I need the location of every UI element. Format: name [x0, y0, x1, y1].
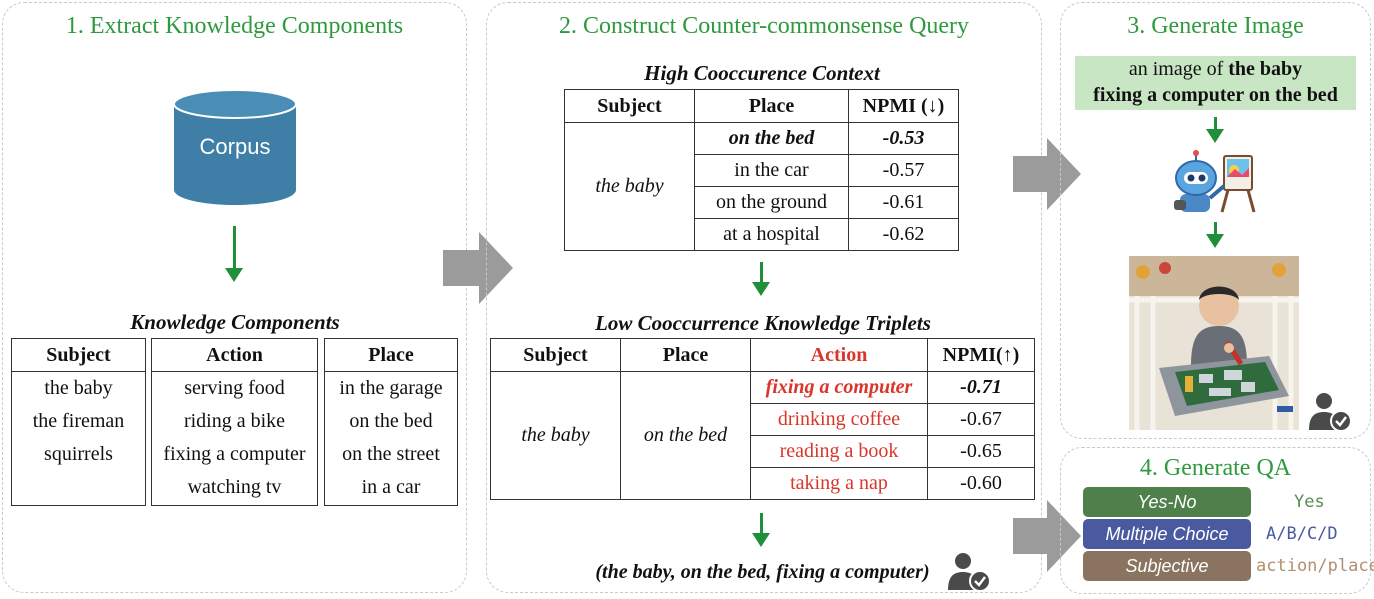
panel-generate-qa: 4. Generate QA — [1060, 447, 1371, 594]
high-place-cell: at a hospital — [694, 218, 849, 251]
subject-item: the baby — [44, 377, 113, 399]
low-place-cell: on the bed — [620, 371, 751, 500]
high-npmi-cell: -0.53 — [848, 122, 959, 155]
low-action-cell: reading a book — [750, 435, 928, 468]
subject-header: Subject — [12, 339, 145, 372]
qa-answer-yes-no: Yes — [1294, 492, 1325, 512]
corpus-label: Corpus — [199, 134, 271, 159]
generated-image — [1129, 256, 1299, 430]
flow-arrow-2-to-3 — [1013, 138, 1081, 210]
arrow-high-to-low — [752, 262, 770, 296]
high-place-header: Place — [694, 89, 849, 123]
flow-arrow-2-to-4 — [1013, 500, 1081, 572]
low-action-header: Action — [750, 338, 928, 372]
prompt-prefix: an image of — [1128, 58, 1229, 80]
prompt-bold-line1: the baby — [1228, 58, 1303, 80]
arrow-prompt-to-model — [1206, 117, 1224, 143]
qa-type-subjective: Subjective — [1083, 551, 1251, 581]
corpus-database-icon — [173, 89, 297, 205]
high-subject-header: Subject — [564, 89, 695, 123]
qa-answer-subjective: action/place — [1256, 556, 1374, 576]
qa-answer-multiple-choice: A/B/C/D — [1266, 524, 1338, 544]
flow-arrow-1-to-2 — [443, 232, 513, 304]
panel-title-2: 2. Construct Counter-commonsense Query — [558, 13, 970, 39]
action-item: serving food — [184, 377, 285, 399]
action-column: Action serving food riding a bike fixing… — [151, 338, 318, 506]
low-cooccurrence-caption: Low Cooccurrence Knowledge Triplets — [595, 311, 931, 335]
action-item: riding a bike — [183, 410, 286, 432]
arrow-model-to-image — [1206, 222, 1224, 248]
high-npmi-cell: -0.61 — [848, 186, 959, 219]
high-npmi-cell: -0.62 — [848, 218, 959, 251]
low-npmi-cell: -0.71 — [927, 371, 1035, 404]
low-subject-header: Subject — [490, 338, 621, 372]
high-npmi-header: NPMI (↓) — [848, 89, 959, 123]
low-action-cell: drinking coffee — [750, 403, 928, 436]
low-npmi-cell: -0.65 — [927, 435, 1035, 468]
human-verify-icon — [948, 553, 991, 592]
high-place-cell: on the bed — [694, 122, 849, 155]
action-item: fixing a computer — [163, 443, 306, 465]
panel-construct-query: 2. Construct Counter-commonsense Query — [486, 2, 1042, 593]
high-place-cell: in the car — [694, 154, 849, 187]
high-place-cell: on the ground — [694, 186, 849, 219]
low-cooccurrence-table: Subject Place Action NPMI(↑) the baby on… — [490, 338, 1035, 500]
low-action-cell: taking a nap — [750, 467, 928, 500]
low-npmi-cell: -0.60 — [927, 467, 1035, 500]
place-item: in the garage — [339, 377, 443, 399]
low-npmi-header: NPMI(↑) — [927, 338, 1035, 372]
panel-title-3: 3. Generate Image — [1127, 13, 1304, 39]
qa-type-yes-no: Yes-No — [1083, 487, 1251, 517]
place-item: in a car — [361, 476, 421, 498]
subject-item: squirrels — [44, 443, 113, 465]
place-column: Place in the garage on the bed on the st… — [324, 338, 458, 506]
high-npmi-cell: -0.57 — [848, 154, 959, 187]
panel-extract-knowledge: 1. Extract Knowledge Components — [2, 2, 467, 593]
selected-triplet: (the baby, on the bed, fixing a computer… — [595, 561, 930, 583]
arrow-low-to-triplet — [752, 513, 770, 547]
subject-item: the fireman — [32, 410, 125, 432]
panel-title-4: 4. Generate QA — [1139, 455, 1292, 481]
image-verify-icon — [1309, 393, 1352, 432]
place-item: on the street — [342, 443, 440, 465]
low-action-cell: fixing a computer — [750, 371, 928, 404]
high-cooccurrence-table: Subject Place NPMI (↓) the baby on the b… — [564, 89, 959, 251]
high-cooccurrence-caption: High Cooccurence Context — [644, 61, 880, 85]
image-prompt-box: an image of the baby fixing a computer o… — [1075, 56, 1356, 110]
qa-type-multiple-choice: Multiple Choice — [1083, 519, 1251, 549]
action-header: Action — [152, 339, 317, 372]
prompt-bold-line2: fixing a computer on the bed — [1093, 84, 1338, 106]
action-item: watching tv — [187, 476, 282, 498]
place-item: on the bed — [349, 410, 433, 432]
place-header: Place — [325, 339, 457, 372]
high-subject-cell: the baby — [564, 122, 695, 251]
panel-title-1: 1. Extract Knowledge Components — [65, 13, 404, 39]
low-subject-cell: the baby — [490, 371, 621, 500]
knowledge-components-caption: Knowledge Components — [130, 310, 340, 334]
subject-column: Subject the baby the fireman squirrels — [11, 338, 146, 506]
low-npmi-cell: -0.67 — [927, 403, 1035, 436]
panel-generate-image: 3. Generate Image — [1060, 2, 1371, 439]
image-generator-robot-icon — [1174, 150, 1256, 213]
arrow-corpus-to-components — [225, 226, 243, 282]
low-place-header: Place — [620, 338, 751, 372]
